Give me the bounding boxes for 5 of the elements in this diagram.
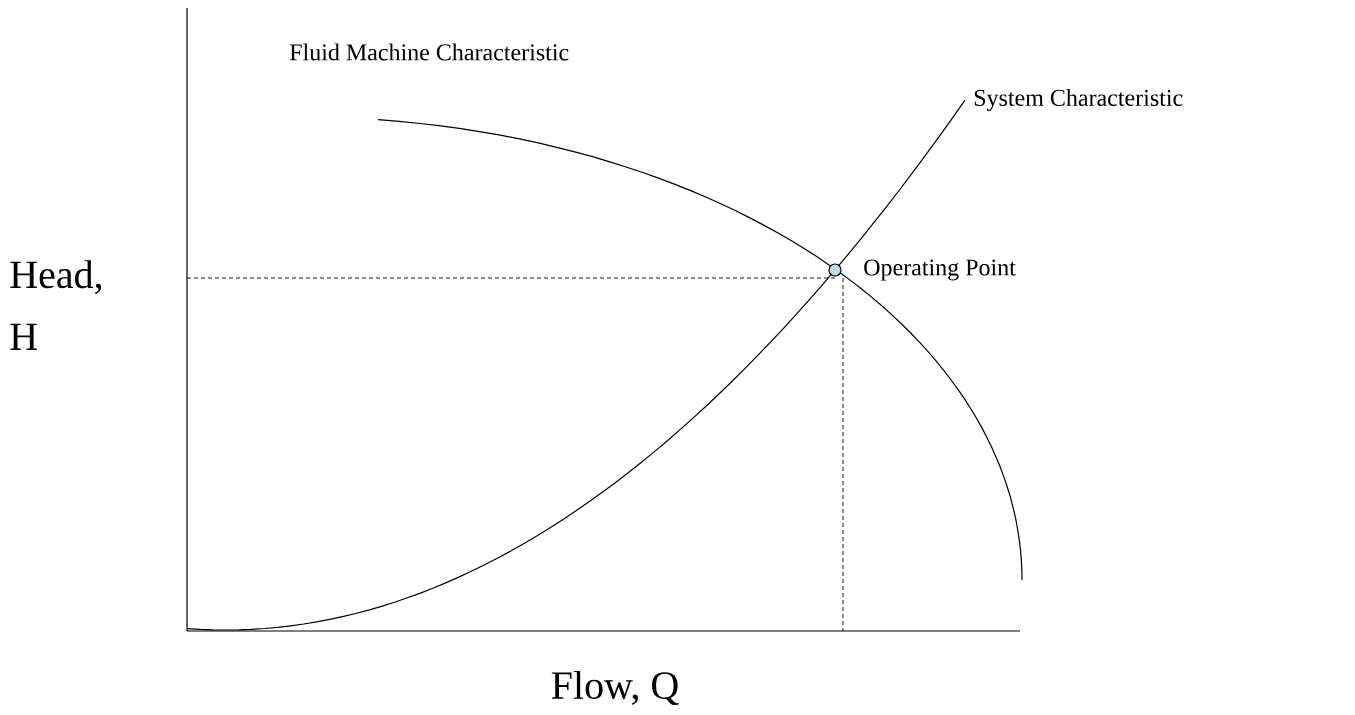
curve-label: System Characteristic [974,89,1183,111]
point-label: Operating Point [864,259,1016,281]
axis-label: Head, H [10,260,102,350]
axis-label: Flow, Q [551,670,679,706]
curve-label: Fluid Machine Characteristic [289,43,569,61]
